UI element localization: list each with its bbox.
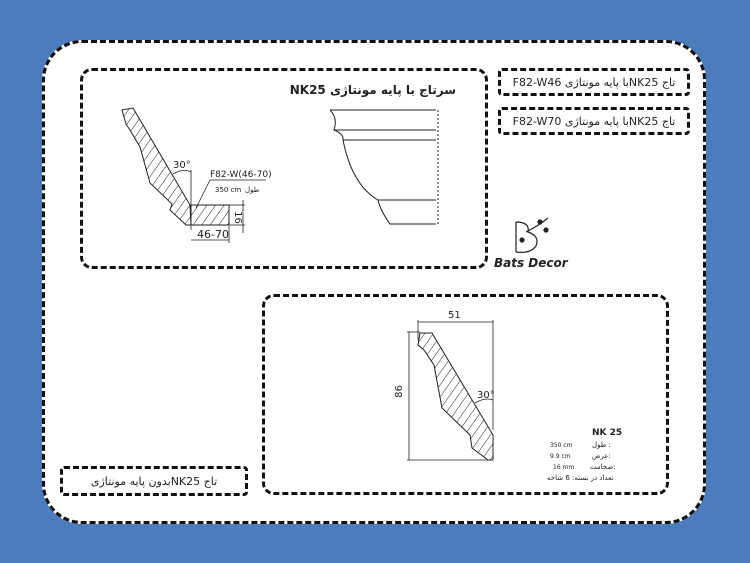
- base-width: 46-70: [197, 228, 229, 241]
- spec-value: 350 cm: [550, 442, 573, 449]
- top-title: سرتاج با پایه مونتاژی NK25: [289, 83, 456, 97]
- spec-label: طول :: [592, 441, 611, 449]
- logo-icon: [515, 217, 549, 253]
- dim-angle: 30°: [477, 390, 495, 401]
- model-name: NK 25: [592, 428, 623, 438]
- top-profile: [121, 107, 230, 226]
- spec-value: 16 mm: [553, 464, 575, 471]
- label-f82-w70[interactable]: تاج NK25با پایه مونتاژی F82-W70: [498, 107, 690, 135]
- label-no-base[interactable]: تاج NK25بدون پایه مونتاژی: [60, 466, 248, 496]
- spec-value: 9.9 cm: [550, 453, 571, 460]
- length-label: طول: [245, 186, 260, 194]
- length-value: 350 cm: [215, 186, 242, 194]
- dim-height: 86: [393, 385, 405, 398]
- dim-width: 51: [448, 310, 461, 321]
- top-angle: 30°: [173, 160, 191, 171]
- label-text: تاج NK25با پایه مونتاژی F82-W46: [512, 75, 676, 89]
- spec-label: عرض:: [592, 452, 611, 460]
- label-f82-w46[interactable]: تاج NK25با پایه مونتاژی F82-W46: [498, 68, 690, 96]
- label-text: تاج NK25بدون پایه مونتاژی: [90, 474, 218, 488]
- label-text: تاج NK25با پایه مونتاژی F82-W70: [512, 114, 676, 128]
- bottom-profile: [417, 332, 494, 461]
- spec-label: ضخامت:: [590, 463, 616, 471]
- base-height: 16: [231, 211, 243, 224]
- base-code: F82-W(46-70): [210, 170, 272, 180]
- base-profile: [190, 204, 230, 226]
- logo-text: Bats Decor: [494, 256, 568, 270]
- pack-count: تعداد در بسته: 6 شاخه: [547, 474, 614, 482]
- top-front-view: [329, 109, 439, 225]
